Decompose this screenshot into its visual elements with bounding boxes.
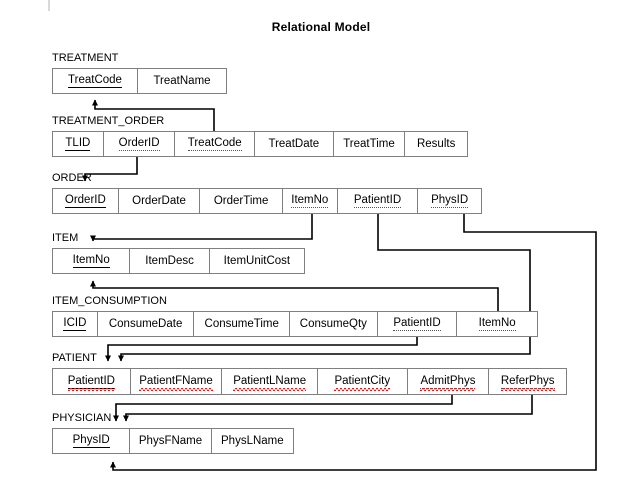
attribute-label: PhysLName — [221, 434, 284, 447]
attribute-cell-tlid[interactable]: TLID — [53, 132, 104, 156]
wire-order-physid — [110, 214, 597, 471]
attribute-label: PhysID — [72, 434, 110, 448]
attribute-label: TreatTime — [343, 137, 395, 150]
attribute-cell-ordertime[interactable]: OrderTime — [200, 189, 283, 213]
attribute-cell-consumedate[interactable]: ConsumeDate — [98, 312, 195, 336]
attribute-cell-orderid[interactable]: OrderID — [53, 189, 119, 213]
attribute-cell-patientcity[interactable]: PatientCity — [318, 369, 408, 394]
attribute-cell-consumetime[interactable]: ConsumeTime — [194, 312, 291, 336]
relation-name: ITEM — [52, 232, 79, 244]
relation-name: PHYSICIAN — [52, 412, 112, 424]
attribute-label: PatientID — [67, 374, 116, 391]
attribute-row: PatientID PatientFName PatientLName Patient… — [52, 368, 567, 395]
wire-order-patientid — [118, 214, 531, 362]
attribute-cell-treatcode[interactable]: TreatCode — [175, 132, 256, 156]
relation-name: ITEM_CONSUMPTION — [52, 295, 167, 307]
attribute-label: OrderTime — [213, 194, 269, 207]
attribute-cell-treatdate[interactable]: TreatDate — [255, 132, 334, 156]
wire-treatorder-orderid — [82, 157, 138, 182]
attribute-cell-physid[interactable]: PhysID — [418, 189, 481, 213]
attribute-label: TreatCode — [187, 137, 242, 151]
relation-name: ORDER — [52, 172, 92, 184]
attribute-cell-consumeqty[interactable]: ConsumeQty — [290, 312, 378, 336]
attribute-cell-physlname[interactable]: PhysLName — [212, 429, 293, 453]
attribute-cell-treattime[interactable]: TreatTime — [334, 132, 406, 156]
attribute-cell-patientid[interactable]: PatientID — [338, 189, 419, 213]
attribute-cell-admitphys[interactable]: AdmitPhys — [408, 369, 490, 394]
attribute-label: PhysID — [431, 194, 469, 208]
attribute-label: ConsumeTime — [204, 317, 279, 330]
attribute-row: ICID ConsumeDate ConsumeTime ConsumeQty Pati… — [52, 311, 538, 337]
attribute-label: ItemDesc — [145, 254, 194, 267]
attribute-label: TLID — [65, 137, 91, 151]
attribute-label: ReferPhys — [500, 374, 555, 391]
attribute-label: PatientID — [393, 317, 441, 331]
attribute-label: OrderDate — [132, 194, 186, 207]
attribute-label: Results — [416, 137, 456, 150]
attribute-label: ItemNo — [72, 254, 110, 268]
attribute-row: TreatCode TreatName — [52, 68, 227, 94]
attribute-label: PatientCity — [334, 375, 391, 391]
attribute-row: TLID OrderID TreatCode TreatDate TreatTime Re… — [52, 131, 468, 157]
attribute-row: OrderID OrderDate OrderTime ItemNo PatientID… — [52, 188, 482, 214]
attribute-cell-itemno[interactable]: ItemNo — [53, 249, 131, 273]
text-cursor-caret — [48, 0, 50, 11]
attribute-label: ItemNo — [478, 317, 516, 331]
relation-name: PATIENT — [52, 352, 97, 364]
attribute-label: OrderID — [118, 137, 160, 151]
wire-treatorder-treatcode — [92, 99, 215, 131]
attribute-cell-patientid[interactable]: PatientID — [53, 369, 131, 394]
attribute-cell-orderid[interactable]: OrderID — [104, 132, 176, 156]
wire-patient-referphys — [123, 395, 533, 422]
attribute-cell-patientlname[interactable]: PatientLName — [222, 369, 318, 394]
attribute-label: ConsumeQty — [299, 317, 367, 330]
attribute-label: TreatName — [153, 74, 211, 87]
attribute-label: PatientLName — [233, 375, 307, 391]
attribute-label: TreatDate — [268, 137, 320, 150]
attribute-label: ItemNo — [291, 194, 329, 208]
attribute-label: PatientFName — [139, 375, 213, 391]
attribute-label: TreatCode — [68, 74, 122, 88]
wire-itemconsumption-itemno — [90, 280, 499, 311]
attribute-cell-treatcode[interactable]: TreatCode — [53, 69, 139, 93]
page-title: Relational Model — [271, 20, 371, 34]
attribute-label: ConsumeDate — [108, 317, 183, 330]
attribute-label: ItemUnitCost — [223, 254, 291, 267]
relation-name: TREATMENT — [52, 52, 119, 64]
wire-itemconsumption-patientid — [105, 337, 418, 362]
attribute-cell-itemno[interactable]: ItemNo — [457, 312, 537, 336]
attribute-label: ICID — [63, 317, 87, 331]
relation-name: TREATMENT_ORDER — [52, 115, 165, 127]
attribute-cell-referphys[interactable]: ReferPhys — [489, 369, 566, 394]
attribute-cell-patientid[interactable]: PatientID — [378, 312, 458, 336]
attribute-cell-physid[interactable]: PhysID — [53, 429, 131, 453]
attribute-cell-itemno[interactable]: ItemNo — [283, 189, 338, 213]
attribute-label: OrderID — [64, 194, 106, 208]
wire-order-itemno — [90, 214, 313, 242]
attribute-label: PhysFName — [138, 434, 203, 447]
attribute-label: AdmitPhys — [420, 374, 476, 391]
attribute-cell-orderdate[interactable]: OrderDate — [119, 189, 201, 213]
wire-patient-admitphys — [113, 395, 453, 422]
attribute-row: PhysID PhysFName PhysLName — [52, 428, 294, 454]
attribute-cell-results[interactable]: Results — [405, 132, 467, 156]
attribute-cell-icid[interactable]: ICID — [53, 312, 98, 336]
attribute-cell-itemunitcost[interactable]: ItemUnitCost — [210, 249, 304, 273]
attribute-cell-treatname[interactable]: TreatName — [138, 69, 226, 93]
attribute-cell-patientfname[interactable]: PatientFName — [131, 369, 223, 394]
attribute-row: ItemNo ItemDesc ItemUnitCost — [52, 248, 305, 274]
attribute-cell-physfname[interactable]: PhysFName — [130, 429, 212, 453]
attribute-label: PatientID — [353, 194, 402, 208]
attribute-cell-itemdesc[interactable]: ItemDesc — [130, 249, 210, 273]
